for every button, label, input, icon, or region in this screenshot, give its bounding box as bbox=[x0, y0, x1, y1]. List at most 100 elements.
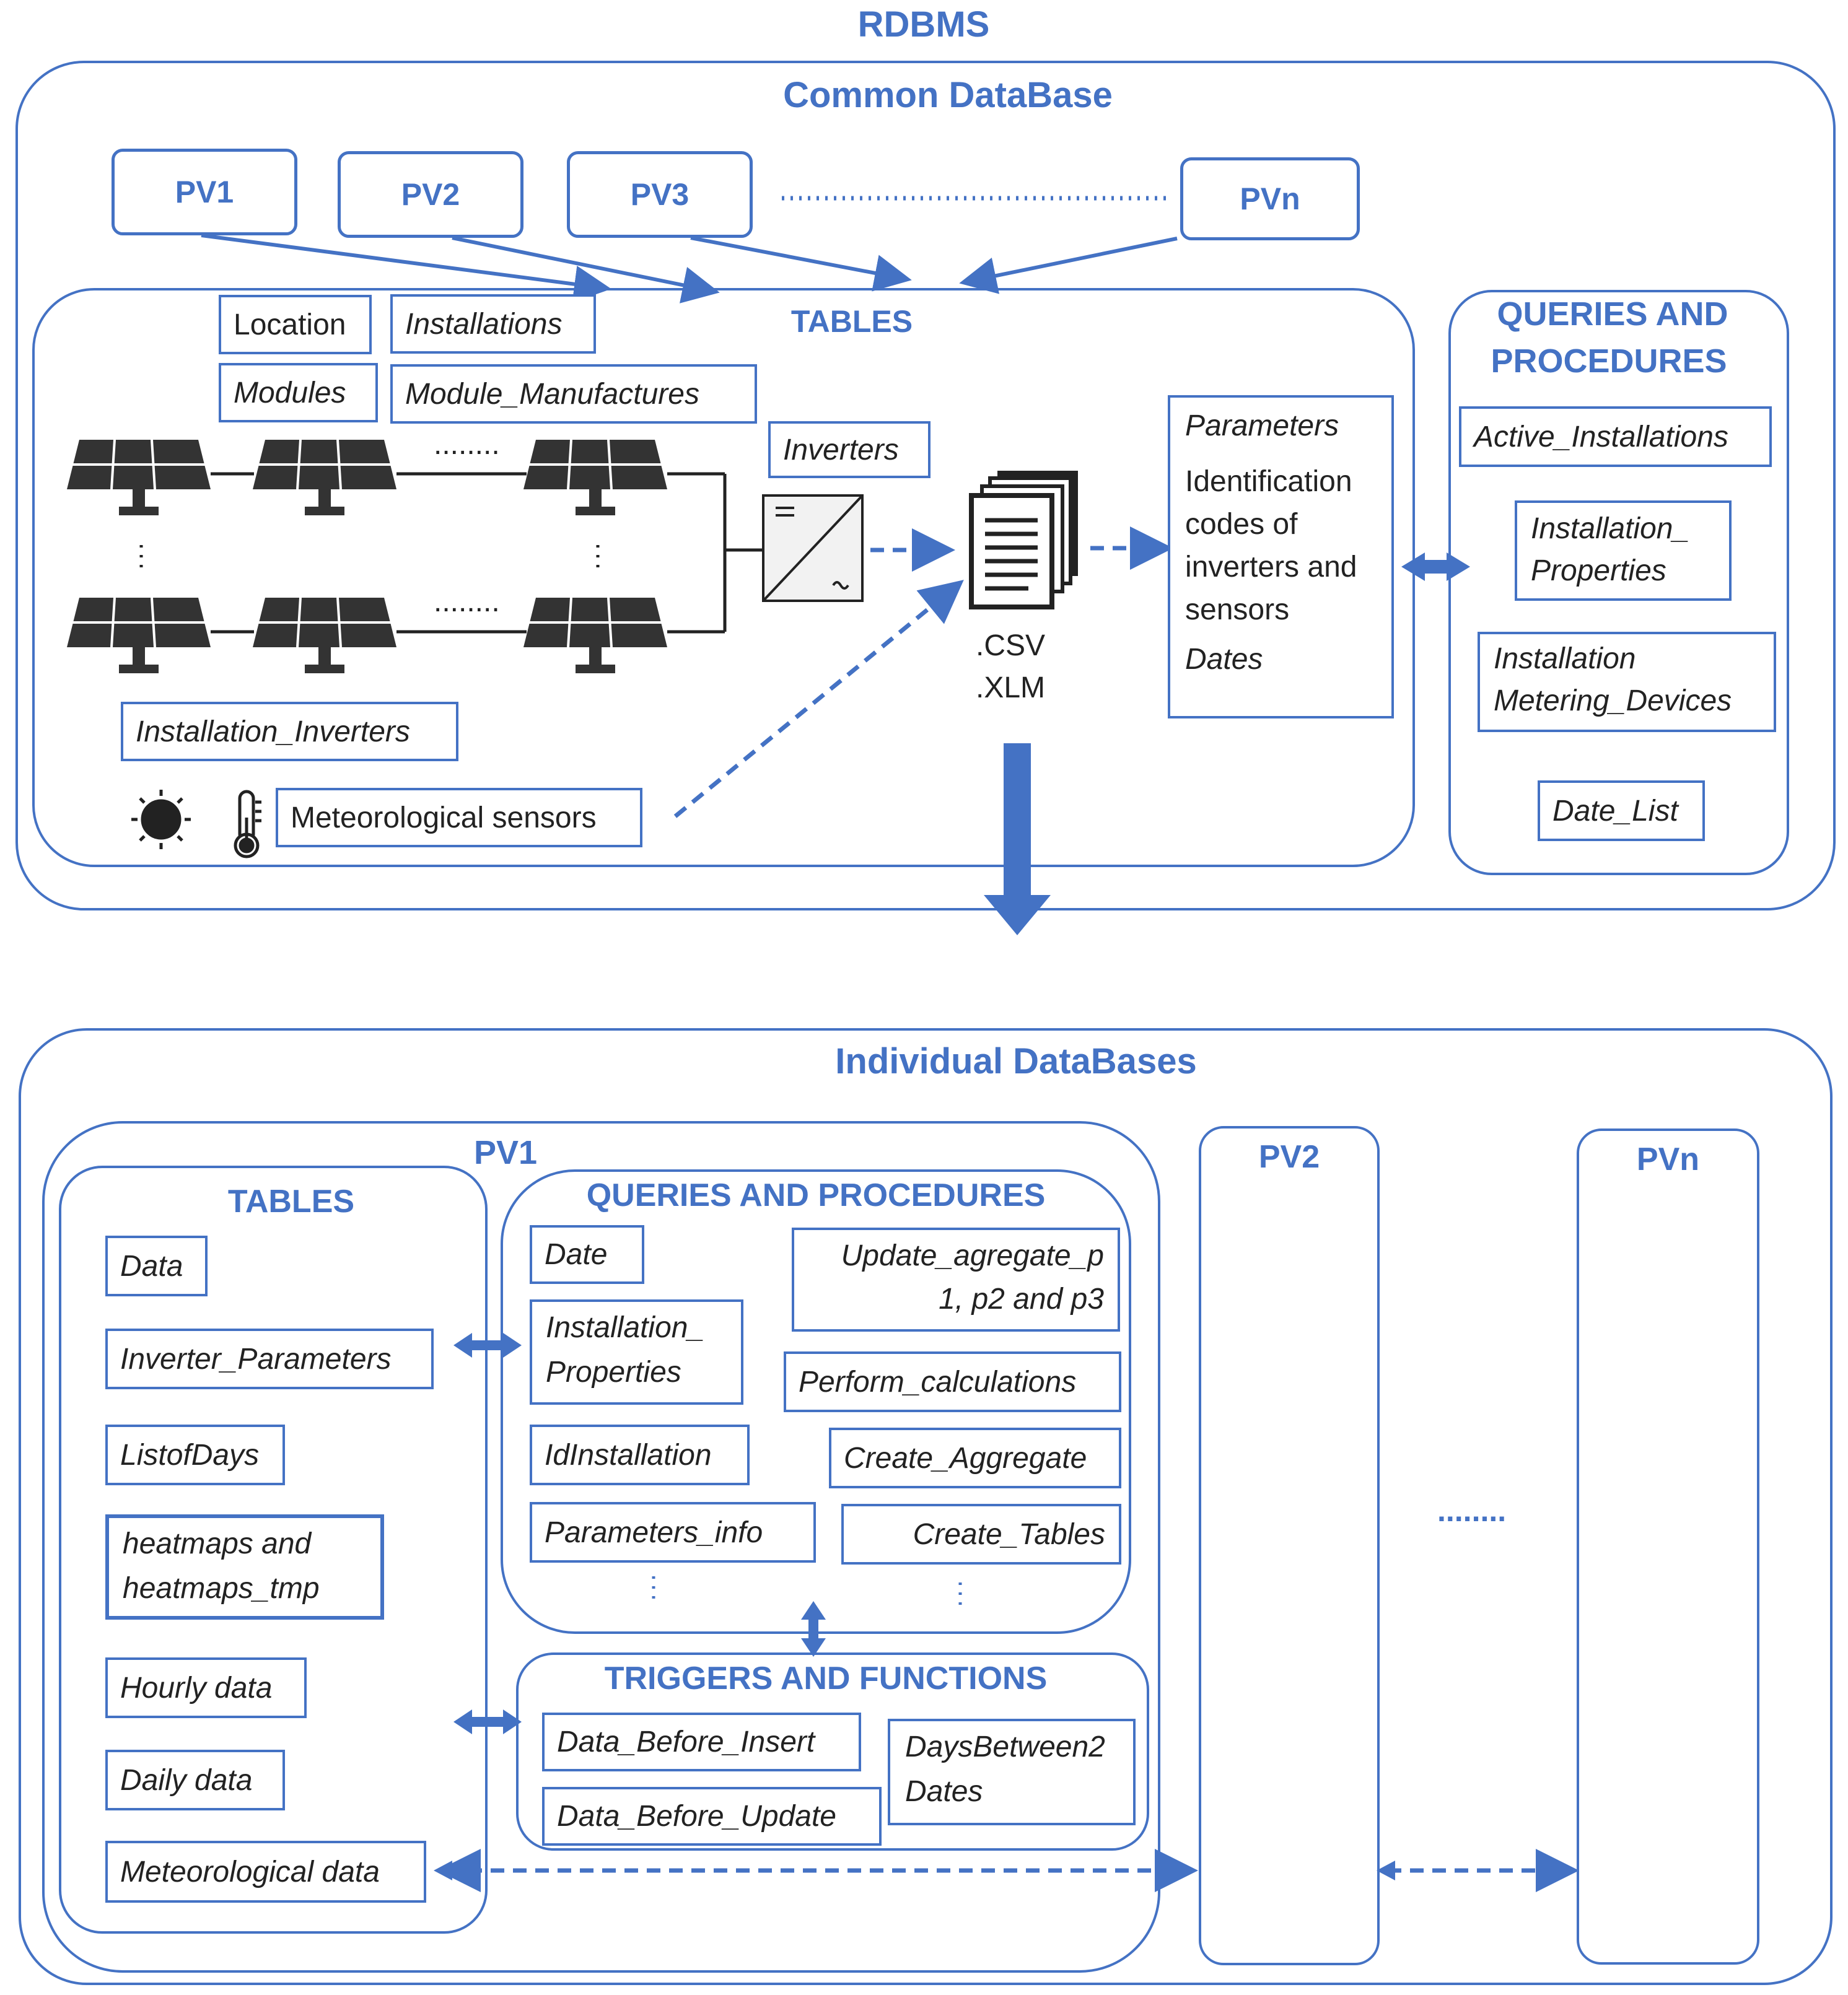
solar-panel-icon bbox=[523, 597, 667, 673]
tables-triggers-arrow bbox=[453, 1709, 522, 1734]
solar-panel-icon bbox=[523, 439, 667, 515]
common-queries-container bbox=[1448, 290, 1789, 875]
installation-properties-individual-line-1: Installation_ bbox=[546, 1311, 705, 1344]
solar-panel-icon bbox=[253, 597, 396, 673]
identification-line-3: inverters and bbox=[1185, 551, 1357, 583]
pv1-arrow bbox=[201, 234, 611, 303]
solar-panel-icon bbox=[253, 439, 396, 515]
rdbms-title: RDBMS bbox=[857, 4, 990, 45]
pv1-title: PV1 bbox=[473, 1134, 538, 1171]
dates-label: Dates bbox=[1185, 643, 1263, 676]
active-installations-query[interactable]: Active_Installations bbox=[1459, 406, 1772, 467]
inverter-icon bbox=[762, 494, 864, 602]
parameters-box[interactable]: Parameters Identification codes of inver… bbox=[1168, 395, 1394, 718]
solar-panel-icon bbox=[67, 439, 211, 515]
daysbetween-line-1: DaysBetween2 bbox=[905, 1731, 1105, 1763]
tables-queries-arrow bbox=[453, 1333, 522, 1358]
pv2-box[interactable]: PV2 bbox=[338, 151, 523, 238]
csv-format-label: .CSV bbox=[976, 629, 1046, 662]
triggers-functions-title: TRIGGERS AND FUNCTIONS bbox=[604, 1661, 1048, 1696]
documents-icon bbox=[969, 471, 1078, 609]
module-manufactures-table[interactable]: Module_Manufactures bbox=[390, 364, 757, 424]
installation-metering-line-2: Metering_Devices bbox=[1494, 684, 1732, 717]
create-tables-query[interactable]: Create_Tables bbox=[841, 1504, 1121, 1565]
inverter-parameters-table[interactable]: Inverter_Parameters bbox=[105, 1329, 434, 1389]
installation-metering-line-1: Installation bbox=[1494, 642, 1636, 675]
daily-data-table[interactable]: Daily data bbox=[105, 1750, 285, 1810]
triggers-functions-container bbox=[516, 1652, 1149, 1851]
create-aggregate-query[interactable]: Create_Aggregate bbox=[829, 1428, 1121, 1488]
dashed-arrows bbox=[673, 526, 1173, 818]
parameters-label: Parameters bbox=[1185, 409, 1339, 442]
installation-properties-individual-query[interactable]: Installation_ Properties bbox=[530, 1299, 743, 1405]
pv2-container bbox=[1199, 1126, 1380, 1965]
heatmaps-line-2: heatmaps_tmp bbox=[123, 1572, 320, 1605]
individual-databases-title: Individual DataBases bbox=[835, 1041, 1197, 1081]
pvn-box[interactable]: PVn bbox=[1180, 157, 1360, 240]
common-tables-title: TABLES bbox=[790, 304, 913, 339]
pv-to-tables-arrows bbox=[201, 196, 1178, 303]
parameters-info-query[interactable]: Parameters_info bbox=[530, 1502, 816, 1563]
installation-properties-line-2: Properties bbox=[1531, 554, 1666, 587]
update-aggregate-line-2: 1, p2 and p3 bbox=[939, 1283, 1104, 1316]
identification-line-1: Identification bbox=[1185, 465, 1352, 498]
update-aggregate-query[interactable]: Update_agregate_p 1, p2 and p3 bbox=[792, 1228, 1120, 1332]
sun-icon bbox=[131, 790, 191, 849]
params-queries-double-arrow bbox=[1401, 552, 1470, 581]
individual-queries-container bbox=[501, 1169, 1131, 1634]
modules-table[interactable]: Modules bbox=[219, 363, 378, 422]
data-before-update-trigger[interactable]: Data_Before_Update bbox=[542, 1787, 882, 1846]
common-queries-title-1: QUERIES AND bbox=[1497, 295, 1728, 333]
update-aggregate-line-1: Update_agregate_p bbox=[841, 1239, 1104, 1272]
panel-wiring bbox=[211, 472, 763, 634]
xlm-format-label: .XLM bbox=[976, 671, 1046, 704]
solar-panels-icon bbox=[67, 439, 667, 673]
installation-inverters-table[interactable]: Installation_Inverters bbox=[121, 702, 458, 761]
installation-properties-query[interactable]: Installation_ Properties bbox=[1515, 500, 1732, 601]
installation-properties-line-1: Installation_ bbox=[1531, 512, 1690, 545]
pv1-container bbox=[42, 1121, 1160, 1973]
perform-calculations-query[interactable]: Perform_calculations bbox=[784, 1351, 1121, 1412]
installations-table[interactable]: Installations bbox=[390, 294, 596, 354]
listofdays-table[interactable]: ListofDays bbox=[105, 1425, 285, 1485]
inverters-table[interactable]: Inverters bbox=[768, 421, 931, 478]
hourly-data-table[interactable]: Hourly data bbox=[105, 1657, 307, 1718]
date-list-query[interactable]: Date_List bbox=[1538, 780, 1705, 841]
solar-panel-icon bbox=[67, 597, 211, 673]
daysbetween2dates-function[interactable]: DaysBetween2 Dates bbox=[888, 1719, 1136, 1825]
thermometer-icon bbox=[234, 790, 261, 858]
common-tables-container bbox=[32, 288, 1415, 867]
data-before-insert-trigger[interactable]: Data_Before_Insert bbox=[542, 1713, 861, 1771]
pv3-box[interactable]: PV3 bbox=[567, 151, 753, 238]
location-table[interactable]: Location bbox=[219, 295, 372, 354]
down-arrow-icon bbox=[984, 743, 1051, 935]
pv1-box[interactable]: PV1 bbox=[112, 149, 297, 235]
identification-line-4: sensors bbox=[1185, 593, 1290, 626]
arrow-heads-left bbox=[434, 1861, 1395, 1880]
individual-double-arrows bbox=[453, 1333, 826, 1734]
meteorological-data-table[interactable]: Meteorological data bbox=[105, 1841, 426, 1903]
individual-databases-container bbox=[19, 1028, 1833, 1985]
data-table[interactable]: Data bbox=[105, 1236, 208, 1296]
heatmaps-table[interactable]: heatmaps and heatmaps_tmp bbox=[105, 1514, 384, 1620]
common-database-title: Common DataBase bbox=[783, 75, 1113, 115]
daysbetween-line-2: Dates bbox=[905, 1775, 983, 1808]
individual-tables-title: TABLES bbox=[227, 1184, 355, 1220]
pv3-arrow bbox=[690, 236, 912, 292]
common-database-container bbox=[15, 61, 1836, 910]
identification-line-2: codes of bbox=[1185, 508, 1298, 541]
pvn-container bbox=[1577, 1128, 1759, 1965]
installation-properties-individual-line-2: Properties bbox=[546, 1356, 681, 1389]
queries-triggers-arrow bbox=[801, 1601, 826, 1657]
pv2-arrow bbox=[452, 236, 720, 303]
pv2-title: PV2 bbox=[1258, 1139, 1320, 1175]
individual-ellipsis: ........ bbox=[1437, 1493, 1507, 1528]
meteorological-sensors-table[interactable]: Meteorological sensors bbox=[276, 788, 642, 847]
date-query[interactable]: Date bbox=[530, 1225, 644, 1284]
idinstallation-query[interactable]: IdInstallation bbox=[530, 1425, 750, 1485]
individual-tables-container bbox=[59, 1166, 488, 1934]
pvn-arrow bbox=[959, 237, 1178, 294]
heatmaps-line-1: heatmaps and bbox=[123, 1527, 312, 1560]
installation-metering-query[interactable]: Installation Metering_Devices bbox=[1478, 632, 1776, 732]
